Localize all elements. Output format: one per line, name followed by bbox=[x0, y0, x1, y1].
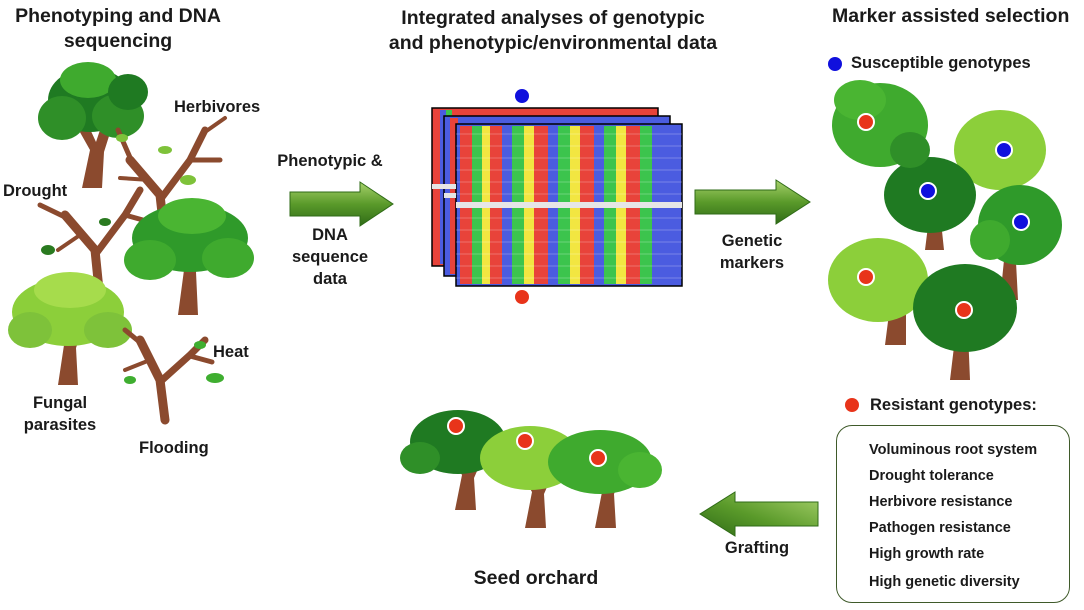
trait-item: Pathogen resistance bbox=[869, 520, 1011, 536]
seed-orchard-trees bbox=[400, 410, 662, 528]
tree-light-left bbox=[8, 272, 132, 385]
orchard-resistant-dot-1 bbox=[447, 417, 465, 435]
resistant-traits-box: Voluminous root system Drought tolerance… bbox=[836, 425, 1070, 603]
alignment-panel-front bbox=[432, 123, 683, 287]
trait-item: Voluminous root system bbox=[869, 442, 1038, 458]
resistant-dot-3 bbox=[955, 301, 973, 319]
susceptible-dot-3 bbox=[1012, 213, 1030, 231]
heat-leaves bbox=[124, 341, 224, 384]
arrow1-label-line2: DNA bbox=[312, 226, 348, 244]
resistant-dot-1 bbox=[857, 113, 875, 131]
legend-resistant-dot bbox=[845, 398, 859, 412]
right-panel-title: Marker assisted selection bbox=[832, 5, 1070, 27]
middle-panel-title-line2: and phenotypic/environmental data bbox=[388, 32, 718, 54]
arrow3-label: Grafting bbox=[724, 539, 790, 557]
arrow-phenotypic-data bbox=[289, 181, 394, 227]
resistant-marker-dot bbox=[515, 290, 529, 304]
orchard-resistant-dot-3 bbox=[589, 449, 607, 467]
left-trees bbox=[8, 62, 254, 425]
label-fungal-line1: Fungal bbox=[32, 394, 88, 412]
trait-item: High growth rate bbox=[869, 546, 985, 562]
legend-susceptible-dot bbox=[828, 57, 842, 71]
left-panel-title-line2: sequencing bbox=[63, 30, 173, 52]
left-panel-title-line1: Phenotyping and DNA bbox=[15, 5, 221, 27]
sequence-alignment bbox=[431, 89, 683, 304]
tree-mid-right bbox=[124, 198, 254, 315]
resistant-dot-2 bbox=[857, 268, 875, 286]
susceptible-legend-label: Susceptible genotypes bbox=[851, 54, 1031, 72]
tree-top-left bbox=[38, 62, 148, 188]
label-heat: Heat bbox=[213, 343, 249, 361]
middle-panel-title-line1: Integrated analyses of genotypic bbox=[401, 7, 705, 29]
susceptible-marker-dot bbox=[515, 89, 529, 103]
seed-orchard-title: Seed orchard bbox=[473, 567, 599, 589]
susceptible-dot-2 bbox=[919, 182, 937, 200]
orchard-resistant-dot-2 bbox=[516, 432, 534, 450]
susceptible-dot-1 bbox=[995, 141, 1013, 159]
trait-item: Drought tolerance bbox=[869, 468, 994, 484]
arrow2-label-line2: markers bbox=[719, 254, 785, 272]
label-herbivores: Herbivores bbox=[174, 98, 261, 116]
arrow1-label-line4: data bbox=[313, 270, 347, 288]
label-flooding: Flooding bbox=[139, 439, 209, 457]
resistant-legend-label: Resistant genotypes: bbox=[870, 396, 1037, 414]
arrow1-label-line1: Phenotypic & bbox=[277, 152, 383, 170]
herbivore-leaves bbox=[116, 134, 196, 185]
arrow-grafting bbox=[699, 491, 819, 537]
trait-item: Herbivore resistance bbox=[869, 494, 1013, 510]
arrow-genetic-markers bbox=[694, 179, 811, 225]
trait-item: High genetic diversity bbox=[869, 574, 1020, 590]
right-trees bbox=[828, 80, 1062, 380]
label-drought: Drought bbox=[3, 182, 68, 200]
arrow2-label-line1: Genetic bbox=[721, 232, 783, 250]
arrow1-label-line3: sequence bbox=[291, 248, 369, 266]
label-fungal-line2: parasites bbox=[23, 416, 97, 434]
